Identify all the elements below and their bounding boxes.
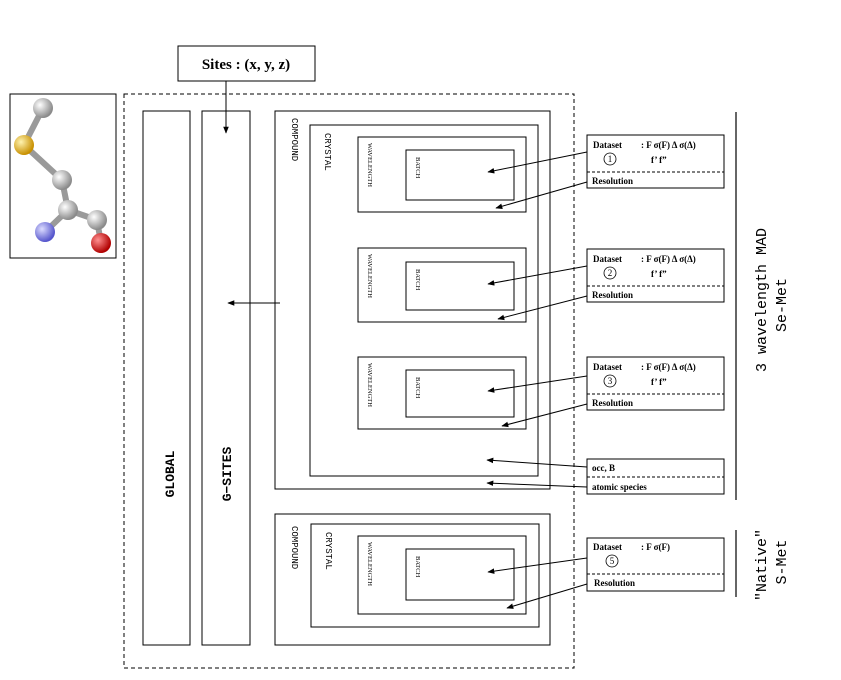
batch-box-4 <box>405 548 515 601</box>
batch-label-4: BATCH <box>414 556 421 578</box>
carbon-atom <box>52 170 72 190</box>
native-label-line2: S-Met <box>774 539 791 584</box>
arrow-resolution1-wavelength <box>495 181 588 209</box>
dataset-resolution-3: Resolution <box>592 398 633 408</box>
carbon-atom <box>33 98 53 118</box>
batch-box-2 <box>405 261 515 311</box>
dataset-quantities-3: : F σ(F) Δ σ(Δ) <box>641 362 696 372</box>
oxygen-atom <box>91 233 111 253</box>
dataset-box-1: Dataset : F σ(F) Δ σ(Δ) 1 f’ f” Resoluti… <box>586 134 725 189</box>
dataset-anomalous-3: f’ f” <box>651 377 667 387</box>
arrow-resolution2-wavelength <box>497 295 588 321</box>
crystal-box-2 <box>310 523 540 628</box>
mad-label-line2: Se-Met <box>774 278 791 332</box>
dataset-resolution-2: Resolution <box>592 290 633 300</box>
occ-b-label: occ, B <box>592 463 615 473</box>
batch-label-1: BATCH <box>414 157 421 179</box>
dataset-label-5: Dataset <box>593 542 622 552</box>
sulfur-atom <box>14 135 34 155</box>
wavelength-label-3: WAVELENGTH <box>366 363 373 407</box>
atomic-species-label: atomic species <box>592 482 647 492</box>
crystal-label-2: CRYSTAL <box>323 532 333 570</box>
crystal-parameters-box: occ, B atomic species <box>586 458 725 495</box>
wavelength-label-1: WAVELENGTH <box>366 143 373 187</box>
dataset-number-2: 2 <box>608 268 613 278</box>
compound-box-1 <box>274 110 551 490</box>
wavelength-label-4: WAVELENGTH <box>366 542 373 586</box>
wavelength-box-2 <box>357 247 527 323</box>
arrow-species-compound <box>486 480 588 488</box>
carbon-atom <box>58 200 78 220</box>
mad-label-line1: 3 wavelength MAD <box>754 228 771 372</box>
wavelength-box-1 <box>357 136 527 213</box>
crystal-box-1 <box>309 124 539 477</box>
dataset-label-3: Dataset <box>593 362 622 372</box>
dataset-box-5: Dataset : F σ(F) 5 Resolution <box>586 537 725 592</box>
compound-label-2: COMPOUND <box>289 526 299 569</box>
sites-box <box>177 45 316 82</box>
arrow-dataset3-batch <box>487 375 588 393</box>
dataset-box-3: Dataset : F σ(F) Δ σ(Δ) 3 f’ f” Resoluti… <box>586 356 725 411</box>
g-sites-label: G−SITES <box>220 446 235 501</box>
dataset-number-1: 1 <box>608 154 613 164</box>
g-sites-box <box>201 110 251 646</box>
dataset-number-5: 5 <box>610 556 615 566</box>
dataset-label-2: Dataset <box>593 254 622 264</box>
native-label-line1: "Native" <box>754 529 771 601</box>
dataset-anomalous-2: f’ f” <box>651 269 667 279</box>
dataset-label-1: Dataset <box>593 140 622 150</box>
molecule-illustration <box>9 93 117 259</box>
arrow-dataset2-batch <box>487 265 588 286</box>
dataset-quantities-1: : F σ(F) Δ σ(Δ) <box>641 140 696 150</box>
dataset-box-2: Dataset : F σ(F) Δ σ(Δ) 2 f’ f” Resoluti… <box>586 248 725 303</box>
wavelength-label-2: WAVELENGTH <box>366 254 373 298</box>
arrow-dataset5-batch <box>487 557 588 574</box>
dataset-resolution-5: Resolution <box>594 578 635 588</box>
compound-label-1: COMPOUND <box>289 118 299 161</box>
wavelength-box-4 <box>357 535 527 615</box>
batch-label-3: BATCH <box>414 377 421 399</box>
nitrogen-atom <box>35 222 55 242</box>
global-label: GLOBAL <box>163 450 178 497</box>
crystal-label-1: CRYSTAL <box>322 133 332 171</box>
sites-label: Sites : (x, y, z) <box>202 57 290 73</box>
arrow-occ-crystal <box>486 457 588 468</box>
arrow-dataset1-batch <box>487 151 588 174</box>
compound-box-2 <box>274 513 551 646</box>
dataset-quantities-2: : F σ(F) Δ σ(Δ) <box>641 254 696 264</box>
dashed-container <box>123 93 575 669</box>
dataset-resolution-1: Resolution <box>592 176 633 186</box>
batch-label-2: BATCH <box>414 269 421 291</box>
global-box <box>142 110 191 646</box>
arrow-resolution3-wavelength <box>501 403 588 428</box>
batch-box-3 <box>405 369 515 418</box>
wavelength-box-3 <box>357 356 527 430</box>
batch-box-1 <box>405 149 515 201</box>
dataset-anomalous-1: f’ f” <box>651 155 667 165</box>
arrow-resolution5-wavelength <box>506 583 588 609</box>
dataset-number-3: 3 <box>608 376 613 386</box>
carbon-atom <box>87 210 107 230</box>
dataset-quantities-5: : F σ(F) <box>641 542 670 552</box>
